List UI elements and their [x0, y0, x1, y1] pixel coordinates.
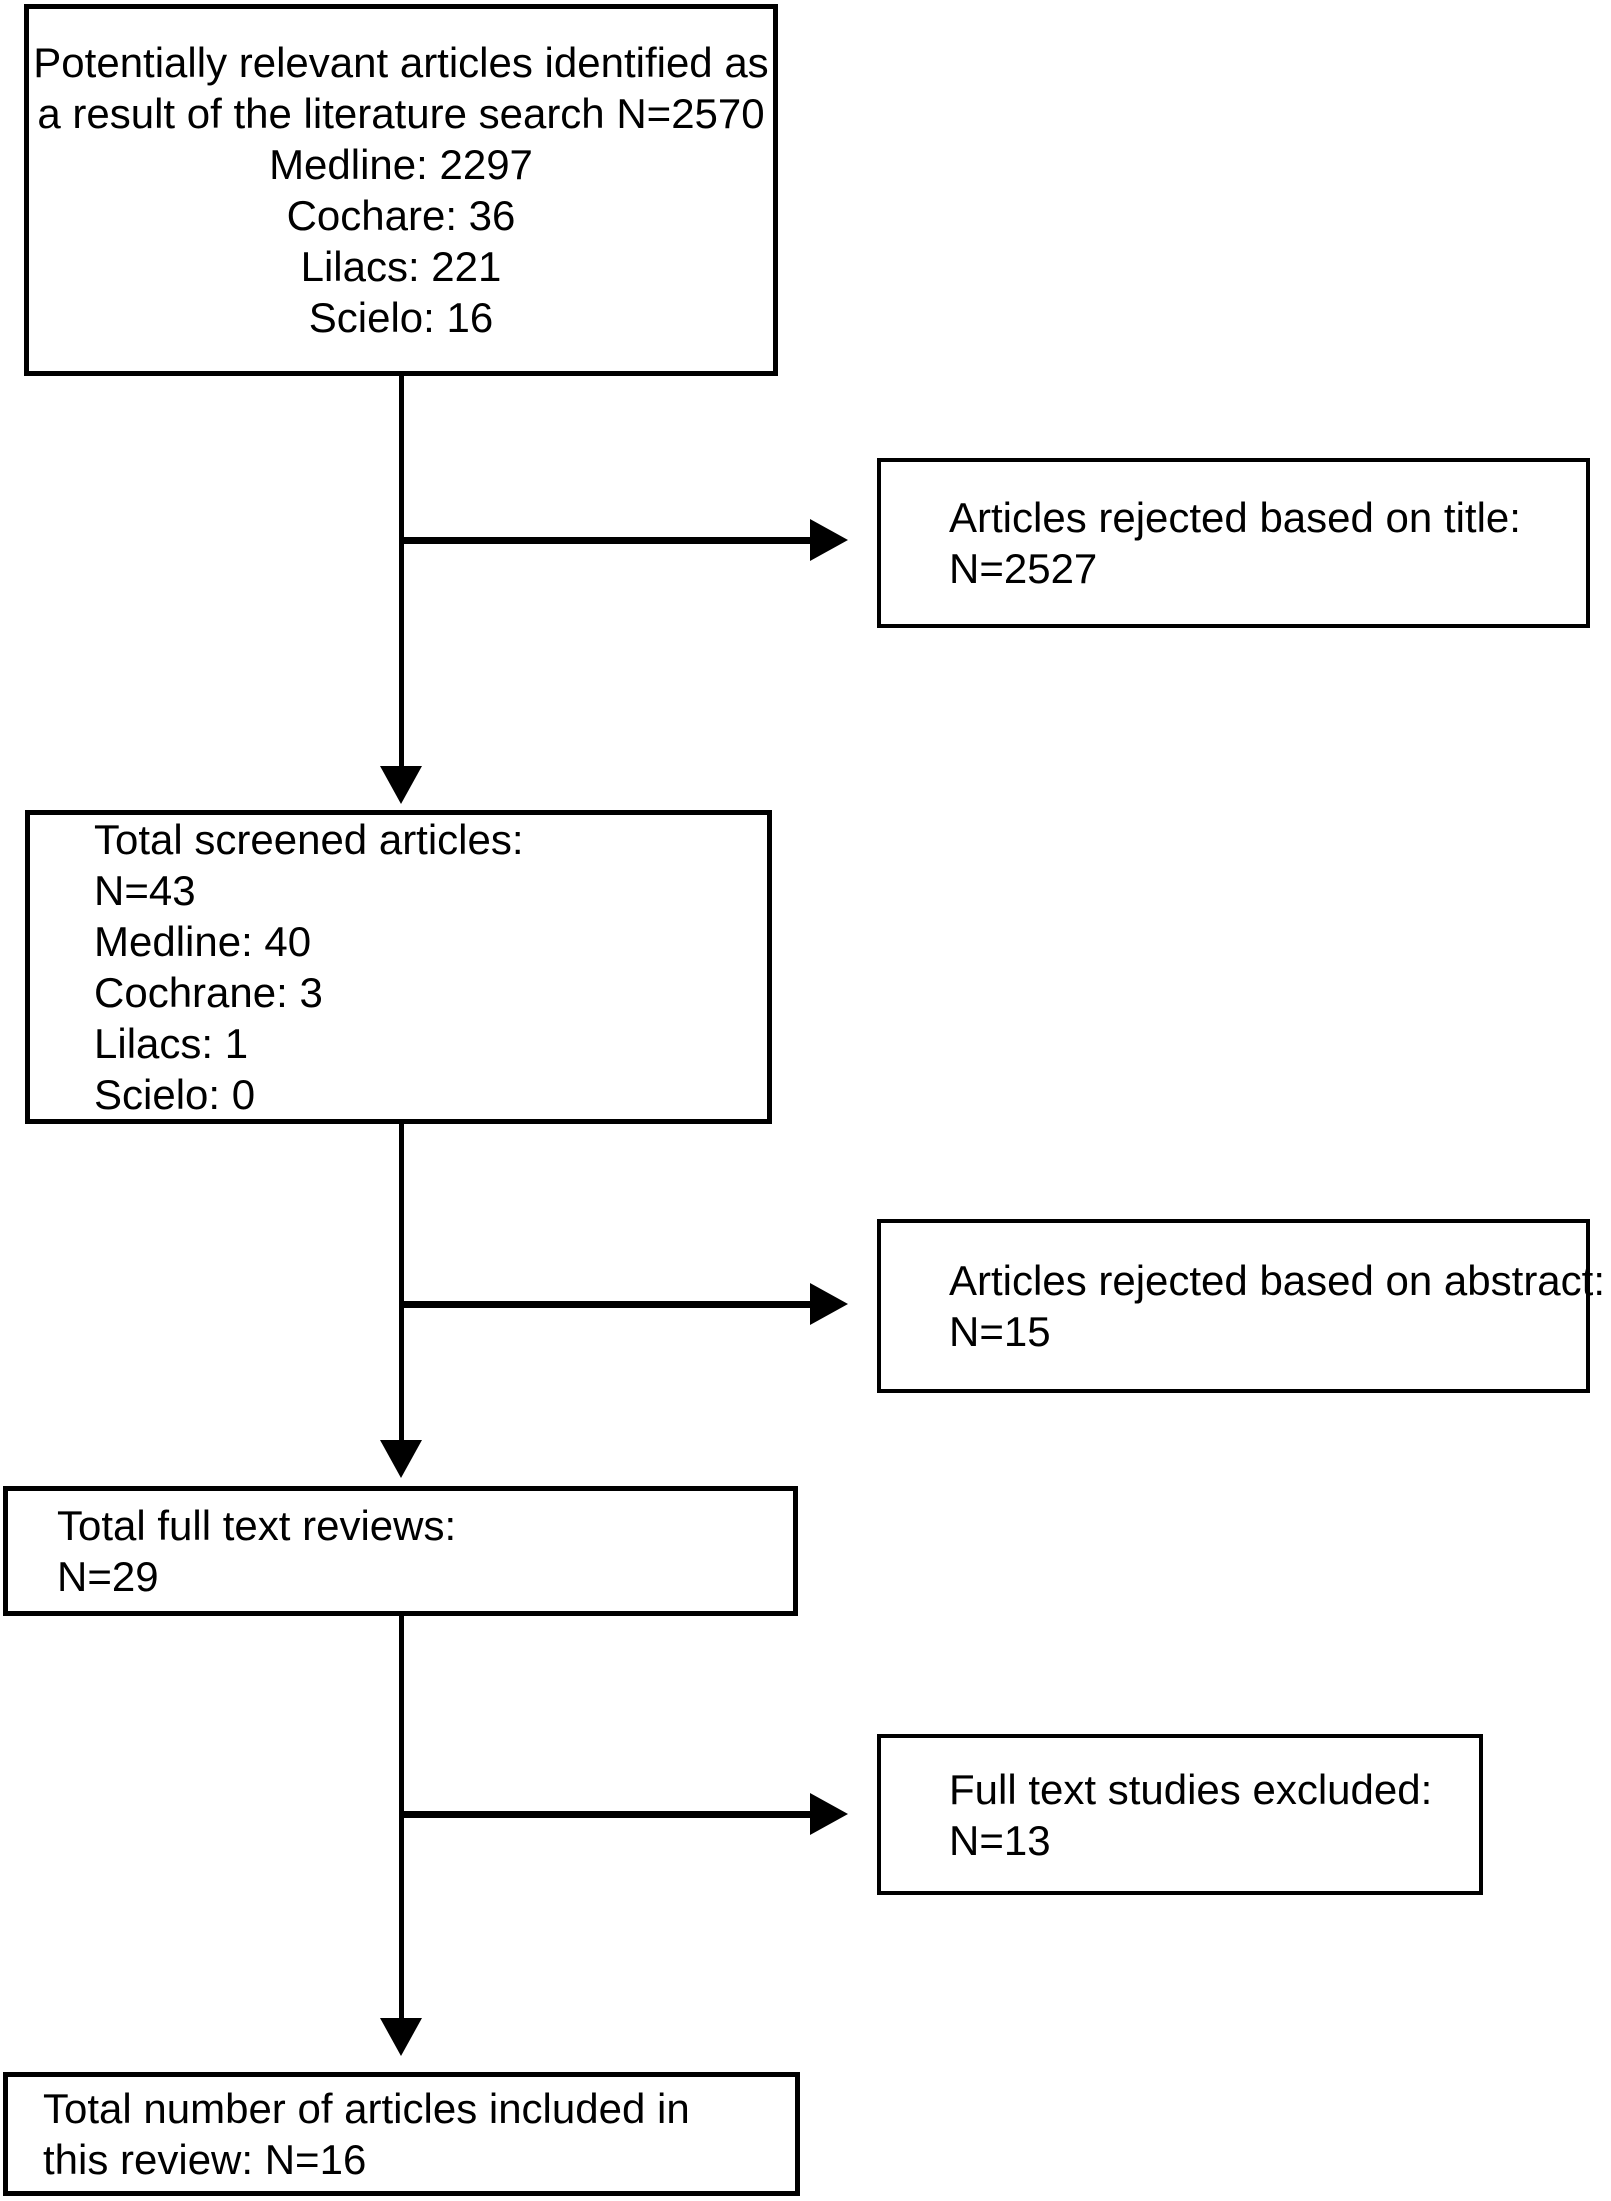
arrowhead-down-icon: [380, 1440, 422, 1478]
box-text-line: Total screened articles:: [94, 816, 524, 863]
box-identified-articles: Potentially relevant articles identified…: [24, 4, 778, 376]
connector-to-excluded: [401, 1811, 810, 1818]
box-text-line: Articles rejected based on abstract:: [949, 1257, 1606, 1304]
box-fulltext-excluded: Full text studies excluded: N=13: [877, 1734, 1483, 1895]
box-rejected-abstract: Articles rejected based on abstract: N=1…: [877, 1219, 1606, 1393]
box-text-line: Total full text reviews:: [57, 1502, 457, 1549]
box-text-line: Total number of articles included in: [43, 2085, 690, 2132]
box-text-line: Scielo: 16: [308, 294, 494, 341]
box-text-line: Articles rejected based on title:: [949, 494, 1521, 541]
box-text-line: Lilacs: 221: [300, 243, 502, 290]
box-included-articles: Total number of articles included in thi…: [3, 2072, 800, 2196]
box-text-line: Full text studies excluded:: [949, 1765, 1433, 1813]
box-text-line: Cochrane: 3: [94, 969, 323, 1016]
box-fulltext-reviews: Total full text reviews: N=29: [3, 1486, 798, 1616]
connector-to-rejected-abstract: [401, 1301, 810, 1308]
connector-to-rejected-title: [401, 537, 810, 544]
arrowhead-right-icon: [810, 1793, 848, 1835]
box-text-line: N=43: [94, 867, 196, 914]
box-text-line: N=29: [57, 1553, 159, 1600]
box-text-line: N=15: [949, 1308, 1051, 1355]
arrowhead-down-icon: [380, 766, 422, 804]
box-text-line: Cochare: 36: [286, 192, 516, 239]
box-text-line: N=2527: [949, 545, 1098, 592]
box-text-line: Medline: 2297: [269, 141, 533, 188]
box-text-line: N=13: [949, 1816, 1051, 1864]
box-text-line: this review: N=16: [43, 2136, 367, 2183]
connector-screened-to-fulltext: [399, 1124, 404, 1440]
box-text-line: Lilacs: 1: [94, 1020, 249, 1067]
arrowhead-down-icon: [380, 2018, 422, 2056]
box-text-line: a result of the literature search N=2570: [37, 90, 765, 137]
arrowhead-right-icon: [810, 519, 848, 561]
arrowhead-right-icon: [810, 1283, 848, 1325]
box-screened-articles: Total screened articles: N=43 Medline: 4…: [25, 810, 772, 1124]
connector-identified-to-screened: [399, 376, 404, 766]
box-text-line: Scielo: 0: [94, 1071, 256, 1118]
box-text-line: Potentially relevant articles identified…: [33, 39, 769, 86]
box-rejected-title: Articles rejected based on title: N=2527: [877, 458, 1590, 628]
box-text-line: Medline: 40: [94, 918, 312, 965]
